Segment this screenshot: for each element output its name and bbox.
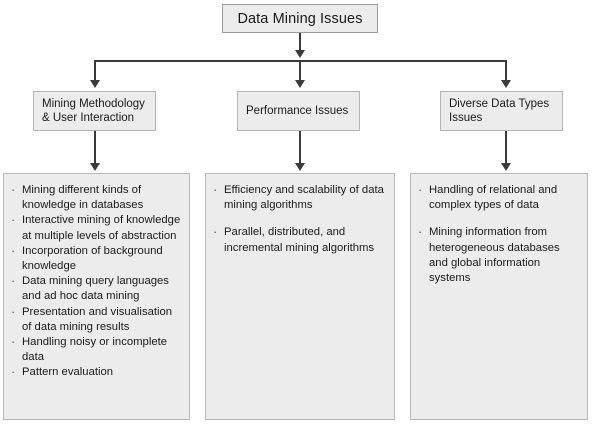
node-performance-issues[interactable]: Performance Issues: [237, 91, 360, 131]
list-item: Incorporation of background knowledge: [8, 243, 182, 274]
arrowhead-bus-to-mid-3: [501, 80, 511, 88]
arrowhead-bus-to-mid-1: [90, 80, 100, 88]
list-box-mining-methodology[interactable]: Mining different kinds of knowledge in d…: [3, 173, 190, 420]
bullet-list-mining-methodology: Mining different kinds of knowledge in d…: [8, 182, 182, 381]
connector-bus-drop-2: [299, 60, 301, 81]
node-label-diverse-data-types: Diverse Data Types Issues: [449, 98, 550, 124]
node-mining-methodology[interactable]: Mining Methodology & User Interaction: [33, 91, 156, 131]
node-label-performance-issues: Performance Issues: [246, 105, 349, 117]
arrowhead-mid-1-to-list-1: [90, 163, 100, 171]
connector-bus-drop-1: [94, 60, 96, 81]
list-item: Presentation and visualisation of data m…: [8, 304, 182, 335]
bullet-list-performance-issues: Efficiency and scalability of data minin…: [210, 182, 387, 256]
list-box-performance-issues[interactable]: Efficiency and scalability of data minin…: [205, 173, 395, 420]
arrowhead-root-to-bus: [295, 50, 305, 58]
connector-mid-3-to-list-3: [505, 131, 507, 164]
list-item: Interactive mining of knowledge at multi…: [8, 212, 182, 243]
node-label-root: Data Mining Issues: [237, 10, 363, 27]
connector-root-stem: [299, 33, 301, 51]
arrowhead-bus-to-mid-2: [295, 80, 305, 88]
bullet-list-diverse-data-types: Handling of relational and complex types…: [415, 182, 580, 286]
list-item: Handling of relational and complex types…: [415, 182, 580, 213]
node-data-mining-issues[interactable]: Data Mining Issues: [222, 4, 378, 33]
list-item: Mining different kinds of knowledge in d…: [8, 182, 182, 213]
list-item: Data mining query languages and ad hoc d…: [8, 273, 182, 304]
list-box-diverse-data-types[interactable]: Handling of relational and complex types…: [410, 173, 588, 420]
list-item: Mining information from heterogeneous da…: [415, 224, 580, 286]
node-diverse-data-types[interactable]: Diverse Data Types Issues: [440, 91, 563, 131]
list-item: Pattern evaluation: [8, 364, 182, 380]
list-item: Parallel, distributed, and incremental m…: [210, 224, 387, 255]
list-item: Efficiency and scalability of data minin…: [210, 182, 387, 213]
connector-bus-drop-3: [505, 60, 507, 81]
node-label-mining-methodology: Mining Methodology & User Interaction: [42, 98, 145, 124]
connector-mid-2-to-list-2: [299, 131, 301, 164]
arrowhead-mid-3-to-list-3: [501, 163, 511, 171]
connector-mid-1-to-list-1: [94, 131, 96, 164]
arrowhead-mid-2-to-list-2: [295, 163, 305, 171]
list-item: Handling noisy or incomplete data: [8, 334, 182, 365]
